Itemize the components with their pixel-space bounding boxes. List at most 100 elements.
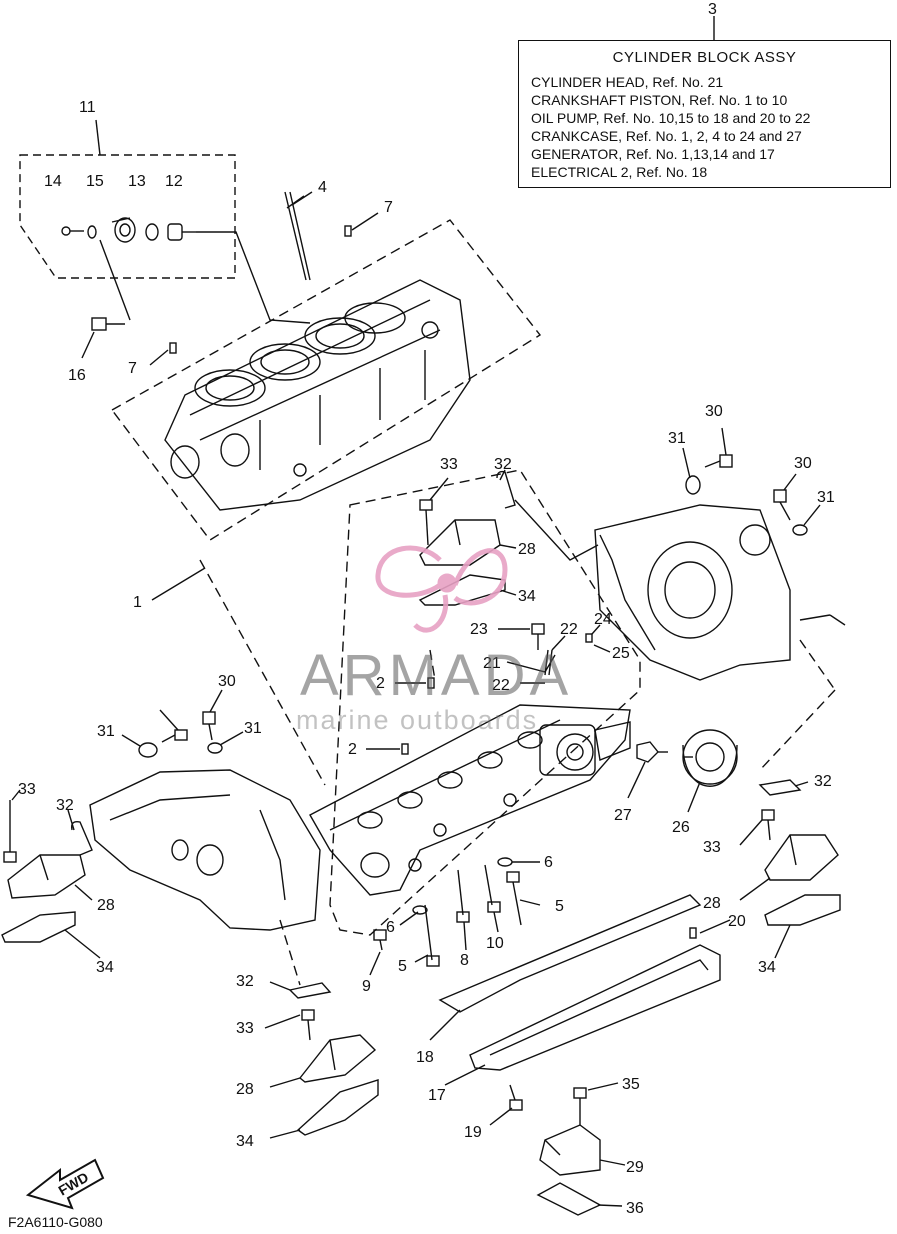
callout-21: 21 (483, 655, 501, 672)
bolt-5a (506, 871, 522, 926)
legend-line: CYLINDER HEAD, Ref. No. 21 (531, 74, 724, 90)
callout-25: 25 (612, 645, 630, 662)
callout-32c: 32 (814, 773, 832, 790)
bolt-23 (531, 623, 545, 650)
block-29 (539, 1124, 601, 1176)
leader-32d-down (279, 919, 301, 986)
leader-34a (499, 589, 517, 596)
callout-31b: 31 (817, 489, 835, 506)
leader-35 (587, 1082, 619, 1091)
washer-6b (412, 905, 428, 915)
callout-5a: 5 (555, 898, 564, 915)
callout-18: 18 (416, 1049, 434, 1066)
leader-cover-right-bottom2 (759, 689, 836, 771)
leader-32b (67, 809, 75, 831)
leader-cover-right-bottom4 (829, 614, 846, 626)
callout-24: 24 (594, 611, 612, 628)
bolt-30b (773, 489, 791, 521)
callout-2b: 2 (348, 741, 357, 758)
leader-28a (499, 544, 517, 549)
stud-bolt-4 (284, 191, 311, 281)
leader-31d (219, 731, 244, 746)
bolt-33b (3, 800, 17, 863)
callout-labels: 3 11 14 15 13 12 4 7 7 16 30 31 33 32 30… (18, 1, 835, 1217)
callout-33a: 33 (440, 456, 458, 473)
callout-22a: 22 (560, 621, 578, 638)
legend-line: ELECTRICAL 2, Ref. No. 18 (531, 164, 708, 180)
callout-36: 36 (626, 1200, 644, 1217)
callout-2a: 2 (376, 675, 385, 692)
callout-30a: 30 (705, 403, 723, 420)
gasket-18 (438, 894, 702, 1013)
callout-19: 19 (464, 1124, 482, 1141)
oil-pump (539, 721, 631, 776)
leader-33b (11, 789, 21, 801)
clip-32d (288, 982, 332, 999)
leader-34b (64, 929, 101, 959)
bolt-30c (202, 711, 216, 741)
pin-20 (689, 927, 697, 939)
oil-pan-17 (469, 944, 721, 1071)
callout-8: 8 (460, 952, 469, 969)
legend-line: CRANKCASE, Ref. No. 1, 2, 4 to 24 and 27 (531, 128, 802, 144)
leader-18 (429, 1009, 461, 1041)
leader-9 (369, 951, 381, 976)
watermark-tagline: marine outboards (296, 705, 539, 735)
callout-34c: 34 (758, 959, 776, 976)
washer-31d (207, 742, 223, 754)
callout-5b: 5 (398, 958, 407, 975)
leader-30b (783, 473, 797, 491)
callout-28c: 28 (703, 895, 721, 912)
catalog-code: F2A6110-G080 (8, 1214, 103, 1230)
callout-6a: 6 (544, 854, 553, 871)
leader-32c (794, 781, 809, 787)
clip-32c (758, 779, 802, 796)
callout-34b: 34 (96, 959, 114, 976)
leader-5b (414, 954, 429, 963)
callout-29: 29 (626, 1159, 644, 1176)
leader-4 (291, 191, 313, 206)
bolt-8 (456, 869, 470, 923)
leader-7a (351, 212, 379, 231)
leader-26 (687, 781, 701, 813)
leader-6b (399, 911, 419, 926)
mount-28b (7, 854, 86, 899)
callout-31a: 31 (668, 430, 686, 447)
callout-28b: 28 (97, 897, 115, 914)
dowel-2a (427, 677, 435, 689)
leader-28d (269, 1077, 301, 1088)
callout-22b: 22 (492, 677, 510, 694)
side-cover-left (89, 769, 321, 931)
leader-1 (151, 567, 206, 601)
bolt-35 (573, 1087, 587, 1125)
leader-cover-right-top (514, 499, 599, 561)
callout-33d: 33 (236, 1020, 254, 1037)
callout-15: 15 (86, 173, 104, 190)
callout-4: 4 (318, 179, 327, 196)
callout-27: 27 (614, 807, 632, 824)
bolt-30a (704, 454, 733, 468)
pad-34a (418, 574, 506, 606)
washer-6a (497, 857, 513, 867)
leader-31a (682, 447, 691, 479)
watermark-brand: ARMADA (300, 643, 573, 708)
pad-34c (764, 894, 841, 926)
callout-20: 20 (728, 913, 746, 930)
legend-line: OIL PUMP, Ref. No. 10,15 to 18 and 20 to… (531, 110, 811, 126)
callout-7a: 7 (384, 199, 393, 216)
leader-34c (774, 924, 791, 959)
pad-36 (536, 1182, 602, 1216)
side-cover-right (594, 504, 791, 681)
leader-30a (721, 427, 727, 456)
callout-9: 9 (362, 978, 371, 995)
dowel-2b (401, 743, 409, 755)
bearing-housing (111, 217, 136, 243)
leader-30c (209, 689, 223, 713)
washer-15 (87, 225, 97, 239)
leader-32d (269, 981, 291, 991)
mount-28d (299, 1034, 377, 1083)
leader-cover-right-bottom3 (799, 614, 831, 621)
leader-25 (593, 644, 611, 653)
bolt-33c (761, 809, 775, 841)
leader-31b (803, 504, 821, 526)
